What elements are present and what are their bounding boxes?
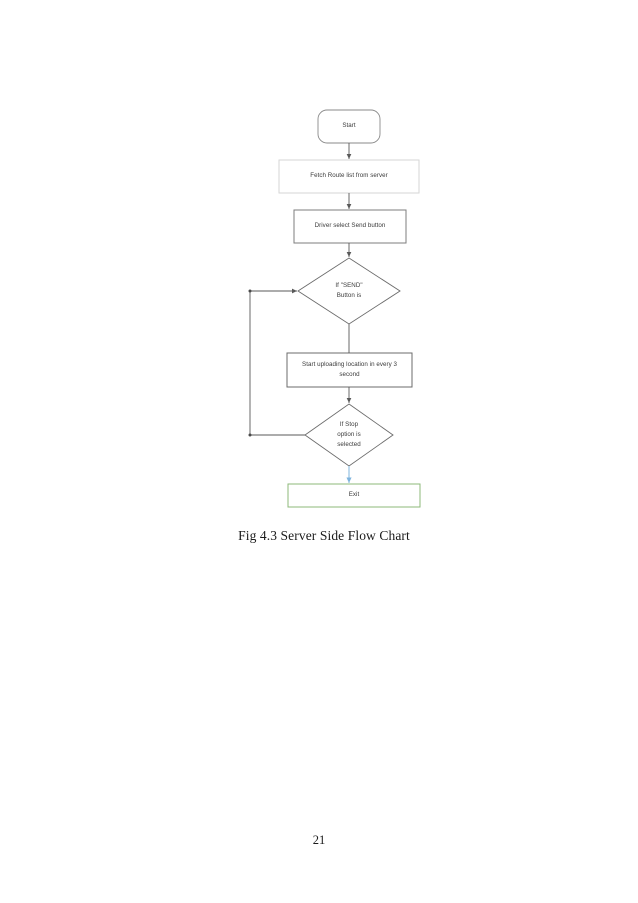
edge-feedback-loop-if-stop-to-if-send: [249, 288, 305, 436]
node-fetch-route-list: [278, 159, 420, 194]
node-start-uploading-location: [286, 352, 413, 388]
node-driver-select-send-button: [293, 209, 407, 244]
flowchart-canvas: [248, 109, 421, 508]
node-exit: [287, 483, 421, 508]
page-number: 21: [312, 833, 326, 847]
node-decision-if-stop: [304, 403, 394, 467]
figure-caption: Fig 4.3 Server Side Flow Chart: [0, 528, 638, 544]
joint-dot-top-left: [248, 289, 252, 293]
figure-caption-text: Fig 4.3 Server Side Flow Chart: [238, 528, 410, 543]
flowchart-diagram: Start Fetch Route list from server Drive…: [248, 109, 421, 508]
joint-dot-bottom-left: [248, 433, 252, 437]
node-start: [317, 109, 381, 144]
node-decision-if-send: [297, 257, 401, 325]
